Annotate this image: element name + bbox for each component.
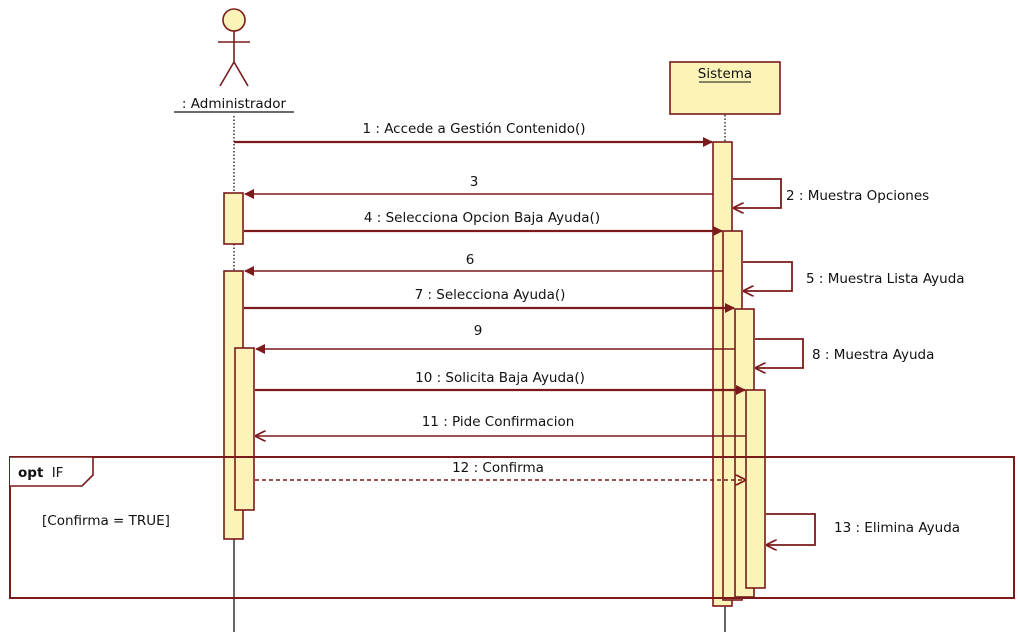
activation-system-4 bbox=[745, 389, 766, 589]
participant-sistema: Sistema bbox=[669, 61, 781, 115]
message-6-label: 6 bbox=[466, 252, 475, 268]
fragment-label-tab bbox=[10, 456, 94, 487]
message-2-arrow bbox=[733, 178, 782, 208]
message-13-label: 13 : Elimina Ayuda bbox=[834, 520, 960, 536]
message-12-label: 12 : Confirma bbox=[452, 460, 544, 476]
message-labels: 1 : Accede a Gestión Contenido() 2 : Mue… bbox=[362, 121, 964, 536]
message-1-label: 1 : Accede a Gestión Contenido() bbox=[362, 121, 585, 137]
message-3-label: 3 bbox=[470, 174, 479, 190]
actor-name: : Administrador bbox=[182, 96, 287, 112]
actor-stick-figure-icon bbox=[218, 8, 250, 87]
activation-actor-3 bbox=[234, 347, 255, 511]
message-7-label: 7 : Selecciona Ayuda() bbox=[415, 287, 566, 303]
message-13-arrow bbox=[766, 513, 816, 545]
fragment-name: IF bbox=[52, 465, 64, 481]
message-8-label: 8 : Muestra Ayuda bbox=[812, 347, 934, 363]
messages bbox=[234, 137, 816, 545]
participant-box bbox=[669, 61, 781, 115]
message-8-arrow bbox=[755, 338, 804, 368]
message-5-label: 5 : Muestra Lista Ayuda bbox=[806, 271, 965, 287]
fragment-operator: opt bbox=[18, 465, 44, 481]
fragment-guard: [Confirma = TRUE] bbox=[42, 513, 170, 529]
message-5-arrow bbox=[743, 261, 793, 291]
actor-administrador: : Administrador bbox=[174, 8, 294, 113]
activation-bars bbox=[223, 141, 766, 607]
activation-actor-1 bbox=[223, 192, 244, 245]
message-10-label: 10 : Solicita Baja Ayuda() bbox=[415, 370, 585, 386]
message-9-label: 9 bbox=[474, 323, 483, 339]
fragment-label: opt IF bbox=[18, 465, 63, 481]
combined-fragment-opt: opt IF [Confirma = TRUE] bbox=[9, 456, 1015, 599]
message-2-label: 2 : Muestra Opciones bbox=[786, 188, 929, 204]
participant-name: Sistema bbox=[698, 66, 752, 82]
message-11-label: 11 : Pide Confirmacion bbox=[422, 414, 575, 430]
message-4-label: 4 : Selecciona Opcion Baja Ayuda() bbox=[364, 210, 600, 226]
fragment-frame bbox=[9, 456, 1015, 599]
